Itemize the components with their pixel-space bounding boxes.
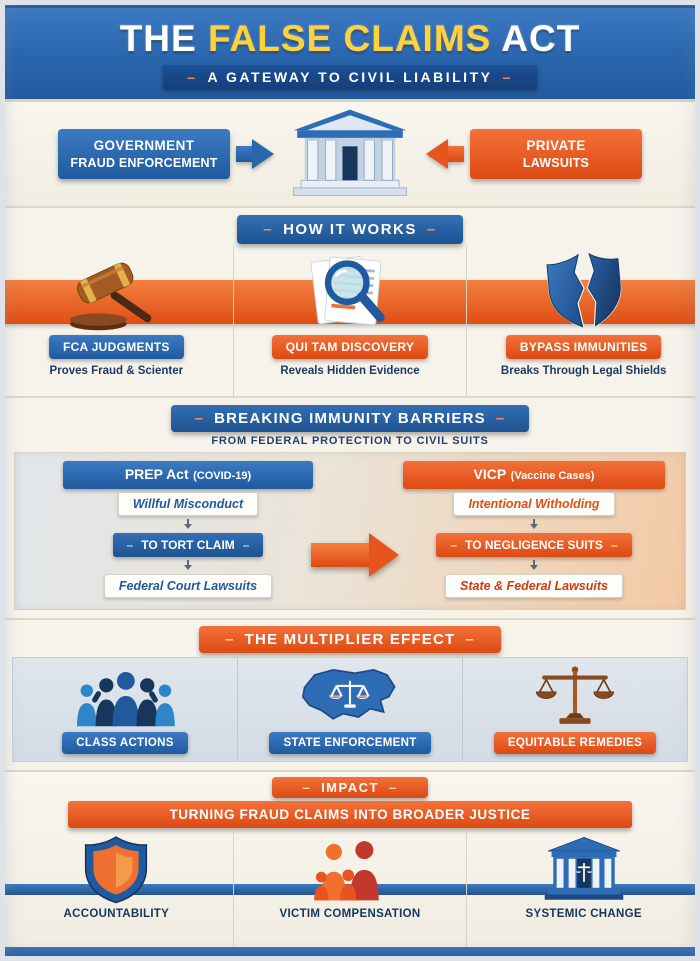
down-connector-icon (184, 560, 192, 571)
accountability-col: ACCOUNTABILITY (0, 832, 233, 947)
banner-dash: – (495, 410, 506, 427)
how-it-works-banner: – HOW IT WORKS – (237, 215, 463, 244)
intentional-witholding-step: Intentional Witholding (453, 492, 615, 516)
private-label-line1: PRIVATE (526, 138, 586, 154)
government-label-line1: GOVERNMENT (93, 138, 195, 154)
state-federal-step: State & Federal Lawsuits (445, 574, 623, 598)
vicp-sub: (Vaccine Cases) (510, 470, 595, 482)
multiplier-section: – THE MULTIPLIER EFFECT – CLASS ACTIONS (0, 620, 700, 772)
banner-dash: – (465, 631, 475, 648)
flow-panel: PREP Act (COVID-19) Willful Misconduct –… (14, 452, 686, 610)
family-icon (296, 832, 404, 904)
gateway-section: GOVERNMENT FRAUD ENFORCEMENT (0, 102, 700, 208)
how-col-bypass: BYPASS IMMUNITIES Breaks Through Legal S… (466, 246, 700, 396)
shield-icon (80, 832, 152, 904)
scales-of-justice-icon (525, 662, 625, 730)
systemic-change-col: SYSTEMIC CHANGE (466, 832, 700, 947)
equitable-remedies-chip: EQUITABLE REMEDIES (493, 732, 657, 754)
ribbon-dash-left: – (187, 69, 198, 85)
ribbon-dash-right: – (502, 69, 513, 85)
federal-court-step: Federal Court Lawsuits (103, 574, 273, 598)
title-false-claims: FALSE CLAIMS (207, 18, 492, 59)
prep-act-header: PREP Act (COVID-19) (63, 461, 313, 489)
multiplier-banner: – THE MULTIPLIER EFFECT – (199, 626, 501, 653)
how-col-fca: FCA JUDGMENTS Proves Fraud & Scienter (0, 246, 233, 396)
impact-title: IMPACT (321, 780, 379, 795)
barriers-banner: – BREAKING IMMUNITY BARRIERS – (170, 405, 530, 432)
broken-shield-icon (532, 248, 636, 332)
prep-act-sub: (COVID-19) (193, 470, 252, 482)
how-it-works-section: – HOW IT WORKS – (0, 208, 700, 398)
banner-dash: – (388, 780, 398, 795)
bypass-desc: Breaks Through Legal Shields (500, 365, 667, 377)
impact-banner: – IMPACT – (272, 777, 428, 798)
impact-section: – IMPACT – TURNING FRAUD CLAIMS INTO BRO… (0, 772, 700, 947)
how-col-quitam: QUI TAM DISCOVERY Reveals Hidden Evidenc… (232, 246, 467, 396)
flow-arrow-icon (311, 533, 399, 577)
vicp-flow: VICP (Vaccine Cases) Intentional Withold… (403, 461, 665, 598)
government-label-line2: FRAUD ENFORCEMENT (70, 155, 218, 170)
willful-misconduct-step: Willful Misconduct (117, 492, 259, 516)
arrow-left-icon (426, 139, 464, 169)
victim-compensation-col: VICTIM COMPENSATION (232, 832, 467, 947)
multiplier-panel: CLASS ACTIONS STATE ENFORCEME (12, 657, 688, 762)
to-tort-claim-step: – TO TORT CLAIM – (112, 533, 264, 557)
title-act: ACT (501, 18, 581, 59)
arrow-right-icon (236, 139, 274, 169)
prep-act-flow: PREP Act (COVID-19) Willful Misconduct –… (63, 461, 313, 598)
how-it-works-title: HOW IT WORKS (283, 221, 417, 238)
barriers-subtitle: FROM FEDERAL PROTECTION TO CIVIL SUITS (211, 435, 489, 447)
victim-compensation-label: VICTIM COMPENSATION (279, 908, 421, 920)
title-the: THE (119, 18, 197, 59)
fca-judgments-desc: Proves Fraud & Scienter (49, 365, 184, 377)
vicp-header: VICP (Vaccine Cases) (403, 461, 665, 489)
prep-act-name: PREP Act (124, 466, 189, 482)
systemic-change-label: SYSTEMIC CHANGE (525, 908, 642, 920)
banner-dash: – (225, 631, 235, 648)
courthouse-icon (284, 104, 416, 205)
banner-dash: – (263, 221, 274, 238)
impact-subbanner: TURNING FRAUD CLAIMS INTO BROADER JUSTIC… (68, 801, 632, 828)
down-connector-icon (530, 560, 538, 571)
vicp-name: VICP (473, 466, 507, 482)
top-strip (0, 0, 700, 8)
bypass-chip: BYPASS IMMUNITIES (505, 335, 662, 359)
magnifier-document-icon (298, 248, 402, 332)
class-actions-chip: CLASS ACTIONS (62, 732, 188, 754)
to-negligence-suits-step: – TO NEGLIGENCE SUITS – (436, 533, 632, 557)
accountability-label: ACCOUNTABILITY (63, 908, 170, 920)
us-map-scales-icon (292, 662, 408, 730)
down-connector-icon (184, 519, 192, 530)
equitable-remedies-col: EQUITABLE REMEDIES (462, 658, 687, 761)
header: THE FALSE CLAIMS ACT – A GATEWAY TO CIVI… (0, 8, 700, 102)
banner-dash: – (194, 410, 205, 427)
bottom-strip (0, 947, 700, 961)
people-group-icon (62, 662, 188, 730)
state-enforcement-col: STATE ENFORCEMENT (237, 658, 462, 761)
courthouse-scales-icon (540, 832, 628, 904)
class-actions-col: CLASS ACTIONS (13, 658, 237, 761)
page-title: THE FALSE CLAIMS ACT (120, 18, 581, 60)
private-label-line2: LAWSUITS (522, 155, 590, 170)
multiplier-title: THE MULTIPLIER EFFECT (244, 631, 456, 648)
fca-judgments-chip: FCA JUDGMENTS (48, 335, 184, 359)
impact-grid: ACCOUNTABILITY VICTIM COMPENSATION (0, 832, 700, 947)
qui-tam-desc: Reveals Hidden Evidence (280, 365, 420, 377)
private-lawsuits-box: PRIVATE LAWSUITS (470, 129, 642, 179)
subtitle-ribbon: – A GATEWAY TO CIVIL LIABILITY – (163, 65, 537, 89)
subtitle-text: A GATEWAY TO CIVIL LIABILITY (207, 69, 493, 85)
banner-dash: – (302, 780, 312, 795)
government-fraud-box: GOVERNMENT FRAUD ENFORCEMENT (58, 129, 230, 179)
how-grid: FCA JUDGMENTS Proves Fraud & Scienter (0, 246, 700, 396)
down-connector-icon (530, 519, 538, 530)
barriers-title: BREAKING IMMUNITY BARRIERS (214, 410, 486, 427)
gavel-icon (60, 248, 172, 332)
barriers-section: – BREAKING IMMUNITY BARRIERS – FROM FEDE… (0, 398, 700, 620)
qui-tam-chip: QUI TAM DISCOVERY (271, 335, 429, 359)
state-enforcement-chip: STATE ENFORCEMENT (269, 732, 431, 754)
banner-dash: – (426, 221, 437, 238)
